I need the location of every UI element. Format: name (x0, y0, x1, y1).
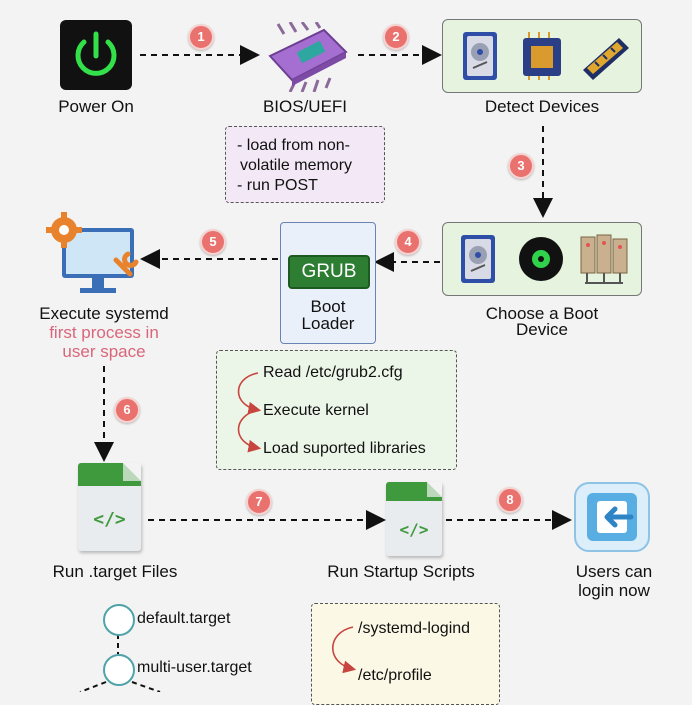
server-icon (580, 234, 628, 284)
ram-icon (583, 38, 629, 80)
users-login-label: Users can login now (554, 562, 674, 600)
grub-logo: GRUB (288, 255, 370, 289)
bios-note-line: volatile memory (240, 157, 353, 174)
grub-note-arrows (237, 372, 262, 453)
step-badge-4: 4 (395, 229, 421, 255)
target-item-multi-user: multi-user.target (137, 659, 252, 676)
grub-note-line: Execute kernel (263, 402, 369, 419)
startup-scripts-note: /systemd-logind /etc/profile (311, 603, 500, 705)
power-icon (60, 20, 132, 90)
grub-note-line: Read /etc/grub2.cfg (263, 364, 403, 381)
file-code-text: </> (93, 509, 126, 530)
detect-devices-label: Detect Devices (484, 97, 600, 116)
users-login-line1: Users can (575, 562, 653, 581)
chip-icon (260, 21, 356, 93)
startup-note-line: /systemd-logind (358, 620, 471, 637)
grub-note-line: Load suported libraries (263, 440, 426, 457)
step-badge-6: 6 (114, 397, 140, 423)
login-icon (573, 481, 651, 553)
file-code-icon: </> (386, 482, 442, 556)
choose-label-line2: Device (516, 320, 568, 339)
tree-node-circle (103, 654, 135, 686)
target-item-default: default.target (137, 610, 231, 627)
tree-node-circle (103, 604, 135, 636)
file-code-text: </> (399, 520, 429, 539)
cpu-icon (523, 32, 561, 80)
step-badge-3: 3 (508, 153, 534, 179)
startup-note-arrow (331, 626, 357, 674)
step-badge-8: 8 (497, 487, 523, 513)
boot-loader-label-1: Boot (310, 297, 346, 316)
disc-icon (519, 237, 563, 281)
hard-drive-icon (461, 235, 495, 283)
step-badge-2: 2 (383, 24, 409, 50)
bios-note-line: - load from non- (237, 137, 350, 154)
power-on-label: Power On (58, 97, 134, 116)
hard-drive-icon (463, 32, 497, 80)
bios-note: - load from non- volatile memory - run P… (225, 126, 385, 203)
gear-monitor-icon (44, 210, 144, 296)
systemd-subtitle-2: user space (62, 342, 146, 361)
step-badge-7: 7 (246, 489, 272, 515)
execute-systemd-label: Execute systemd (39, 304, 169, 323)
boot-loader-label-2: Loader (301, 314, 355, 333)
startup-note-line: /etc/profile (358, 667, 432, 684)
users-login-line2: login now (578, 581, 650, 600)
systemd-subtitle-1: first process in (49, 323, 159, 342)
choose-boot-device-label: Choose a Boot Device (452, 304, 632, 339)
run-startup-scripts-label: Run Startup Scripts (327, 562, 475, 581)
bios-note-line: - run POST (237, 177, 318, 194)
detect-devices-box (442, 19, 642, 93)
step-badge-1: 1 (188, 24, 214, 50)
boot-loader-box: GRUB Boot Loader (280, 222, 376, 344)
file-code-icon: </> (78, 463, 141, 551)
choose-boot-device-box (442, 222, 642, 296)
bios-label: BIOS/UEFI (262, 97, 348, 116)
run-target-files-label: Run .target Files (52, 562, 178, 581)
step-badge-5: 5 (200, 229, 226, 255)
choose-label-line1: Choose a Boot (485, 304, 599, 323)
